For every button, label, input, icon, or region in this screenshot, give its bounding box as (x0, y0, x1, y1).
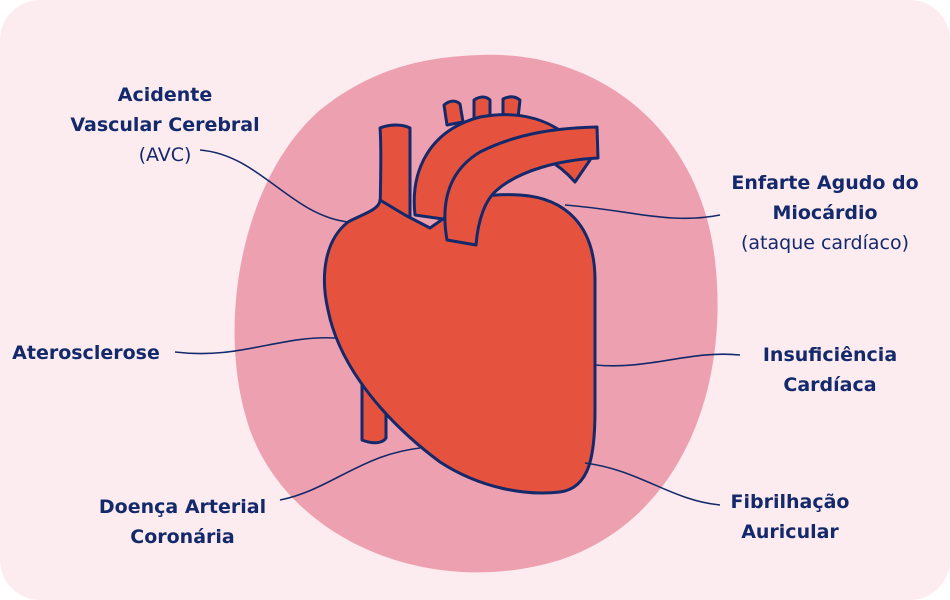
pulmonary-artery (443, 125, 600, 247)
label-enfarte: Enfarte Agudo do Miocárdio (ataque cardí… (715, 168, 935, 258)
label-avc: Acidente Vascular Cerebral (AVC) (60, 80, 270, 170)
label-insuficiencia: Insuficiência Cardíaca (745, 340, 915, 400)
label-doenca-line2: Coronária (130, 526, 235, 548)
label-insuficiencia-line1: Insuficiência (762, 344, 898, 366)
label-enfarte-line2: Miocárdio (772, 202, 878, 224)
label-fibrilhacao-line2: Auricular (741, 521, 839, 543)
label-avc-line2: Vascular Cerebral (70, 114, 260, 136)
label-avc-sub: (AVC) (138, 144, 192, 166)
label-aterosclerose: Aterosclerose (6, 338, 166, 368)
label-fibrilhacao-line1: Fibrilhação (730, 491, 850, 513)
label-fibrilhacao: Fibrilhação Auricular (720, 487, 860, 547)
label-avc-line1: Acidente (117, 84, 213, 106)
label-doenca-line1: Doença Arterial (98, 496, 267, 518)
label-insuficiencia-line2: Cardíaca (783, 374, 877, 396)
aortic-branches (442, 95, 522, 127)
label-enfarte-line1: Enfarte Agudo do (731, 172, 919, 194)
label-enfarte-sub: (ataque cardíaco) (740, 232, 909, 254)
label-aterosclerose-line1: Aterosclerose (12, 342, 160, 364)
heart-body (322, 193, 597, 495)
connector-lines (174, 149, 741, 506)
label-doenca: Doença Arterial Coronária (85, 492, 280, 552)
